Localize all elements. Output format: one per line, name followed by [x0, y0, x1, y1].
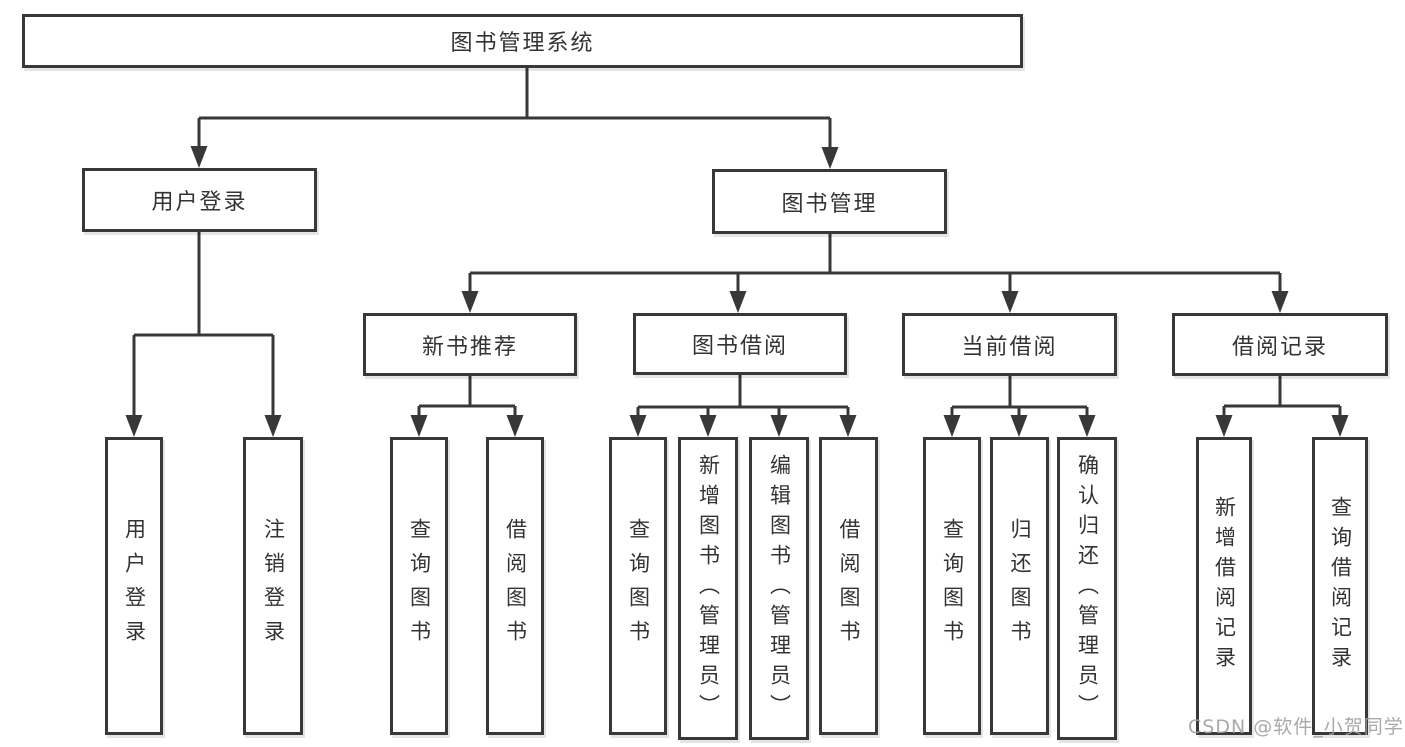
- leaf-newbook-borrow-label: 借阅图书: [503, 518, 528, 654]
- leaf-borrow-query: 查询图书: [609, 437, 667, 735]
- leaf-borrow-borrow: 借阅图书: [819, 437, 878, 735]
- node-user-login: 用户登录: [82, 168, 317, 232]
- leaf-logout-label: 注销登录: [261, 518, 286, 654]
- node-current-borrow: 当前借阅: [902, 313, 1117, 376]
- leaf-borrow-borrow-label: 借阅图书: [837, 518, 861, 654]
- leaf-current-confirm-admin-label: 确认归还（管理员）: [1075, 453, 1100, 724]
- leaf-record-query: 查询借阅记录: [1312, 437, 1368, 735]
- node-book-borrow: 图书借阅: [633, 313, 847, 375]
- leaf-current-return-label: 归还图书: [1008, 518, 1032, 654]
- leaf-newbook-query-label: 查询图书: [407, 518, 432, 654]
- leaf-current-confirm-admin: 确认归还（管理员）: [1057, 437, 1117, 740]
- node-book-borrow-label: 图书借阅: [691, 334, 788, 359]
- node-root-label: 图书管理系统: [450, 31, 595, 56]
- leaf-borrow-query-label: 查询图书: [626, 518, 651, 654]
- leaf-current-return: 归还图书: [990, 437, 1049, 735]
- connector-book-management-children: [468, 234, 1282, 293]
- connector-borrow-record-children: [1222, 376, 1342, 417]
- node-current-borrow-label: 当前借阅: [961, 334, 1058, 360]
- leaf-borrow-edit-admin-label: 编辑图书（管理员）: [767, 453, 792, 724]
- leaf-borrow-add-admin: 新增图书（管理员）: [678, 437, 738, 740]
- leaf-borrow-add-admin-label: 新增图书（管理员）: [696, 453, 721, 724]
- node-new-book-recommend-label: 新书推荐: [421, 334, 518, 360]
- leaf-user-login-label: 用户登录: [122, 518, 147, 654]
- node-borrow-record-label: 借阅记录: [1231, 334, 1328, 360]
- leaf-user-login: 用户登录: [105, 437, 163, 735]
- connector-current-borrow-children: [950, 376, 1089, 417]
- leaf-newbook-borrow: 借阅图书: [486, 437, 544, 735]
- leaf-current-query: 查询图书: [923, 437, 981, 735]
- node-user-login-label: 用户登录: [151, 190, 248, 215]
- leaf-record-add-label: 新增借阅记录: [1212, 496, 1237, 676]
- node-borrow-record: 借阅记录: [1172, 313, 1388, 376]
- connector-root-to-level2: [197, 68, 832, 149]
- node-book-management: 图书管理: [712, 169, 947, 234]
- node-new-book-recommend: 新书推荐: [363, 313, 577, 376]
- leaf-logout: 注销登录: [243, 437, 303, 735]
- leaf-current-query-label: 查询图书: [940, 518, 965, 654]
- leaf-borrow-edit-admin: 编辑图书（管理员）: [749, 437, 809, 740]
- leaf-record-query-label: 查询借阅记录: [1328, 496, 1353, 676]
- leaf-newbook-query: 查询图书: [390, 437, 448, 735]
- connector-user-login-children: [132, 232, 275, 417]
- csdn-watermark: CSDN @软件_小贺同学: [1188, 716, 1404, 738]
- connector-new-book-children: [417, 376, 517, 417]
- node-book-management-label: 图书管理: [781, 191, 878, 217]
- node-root: 图书管理系统: [22, 14, 1023, 68]
- connector-book-borrow-children: [636, 375, 850, 417]
- leaf-record-add: 新增借阅记录: [1196, 437, 1252, 735]
